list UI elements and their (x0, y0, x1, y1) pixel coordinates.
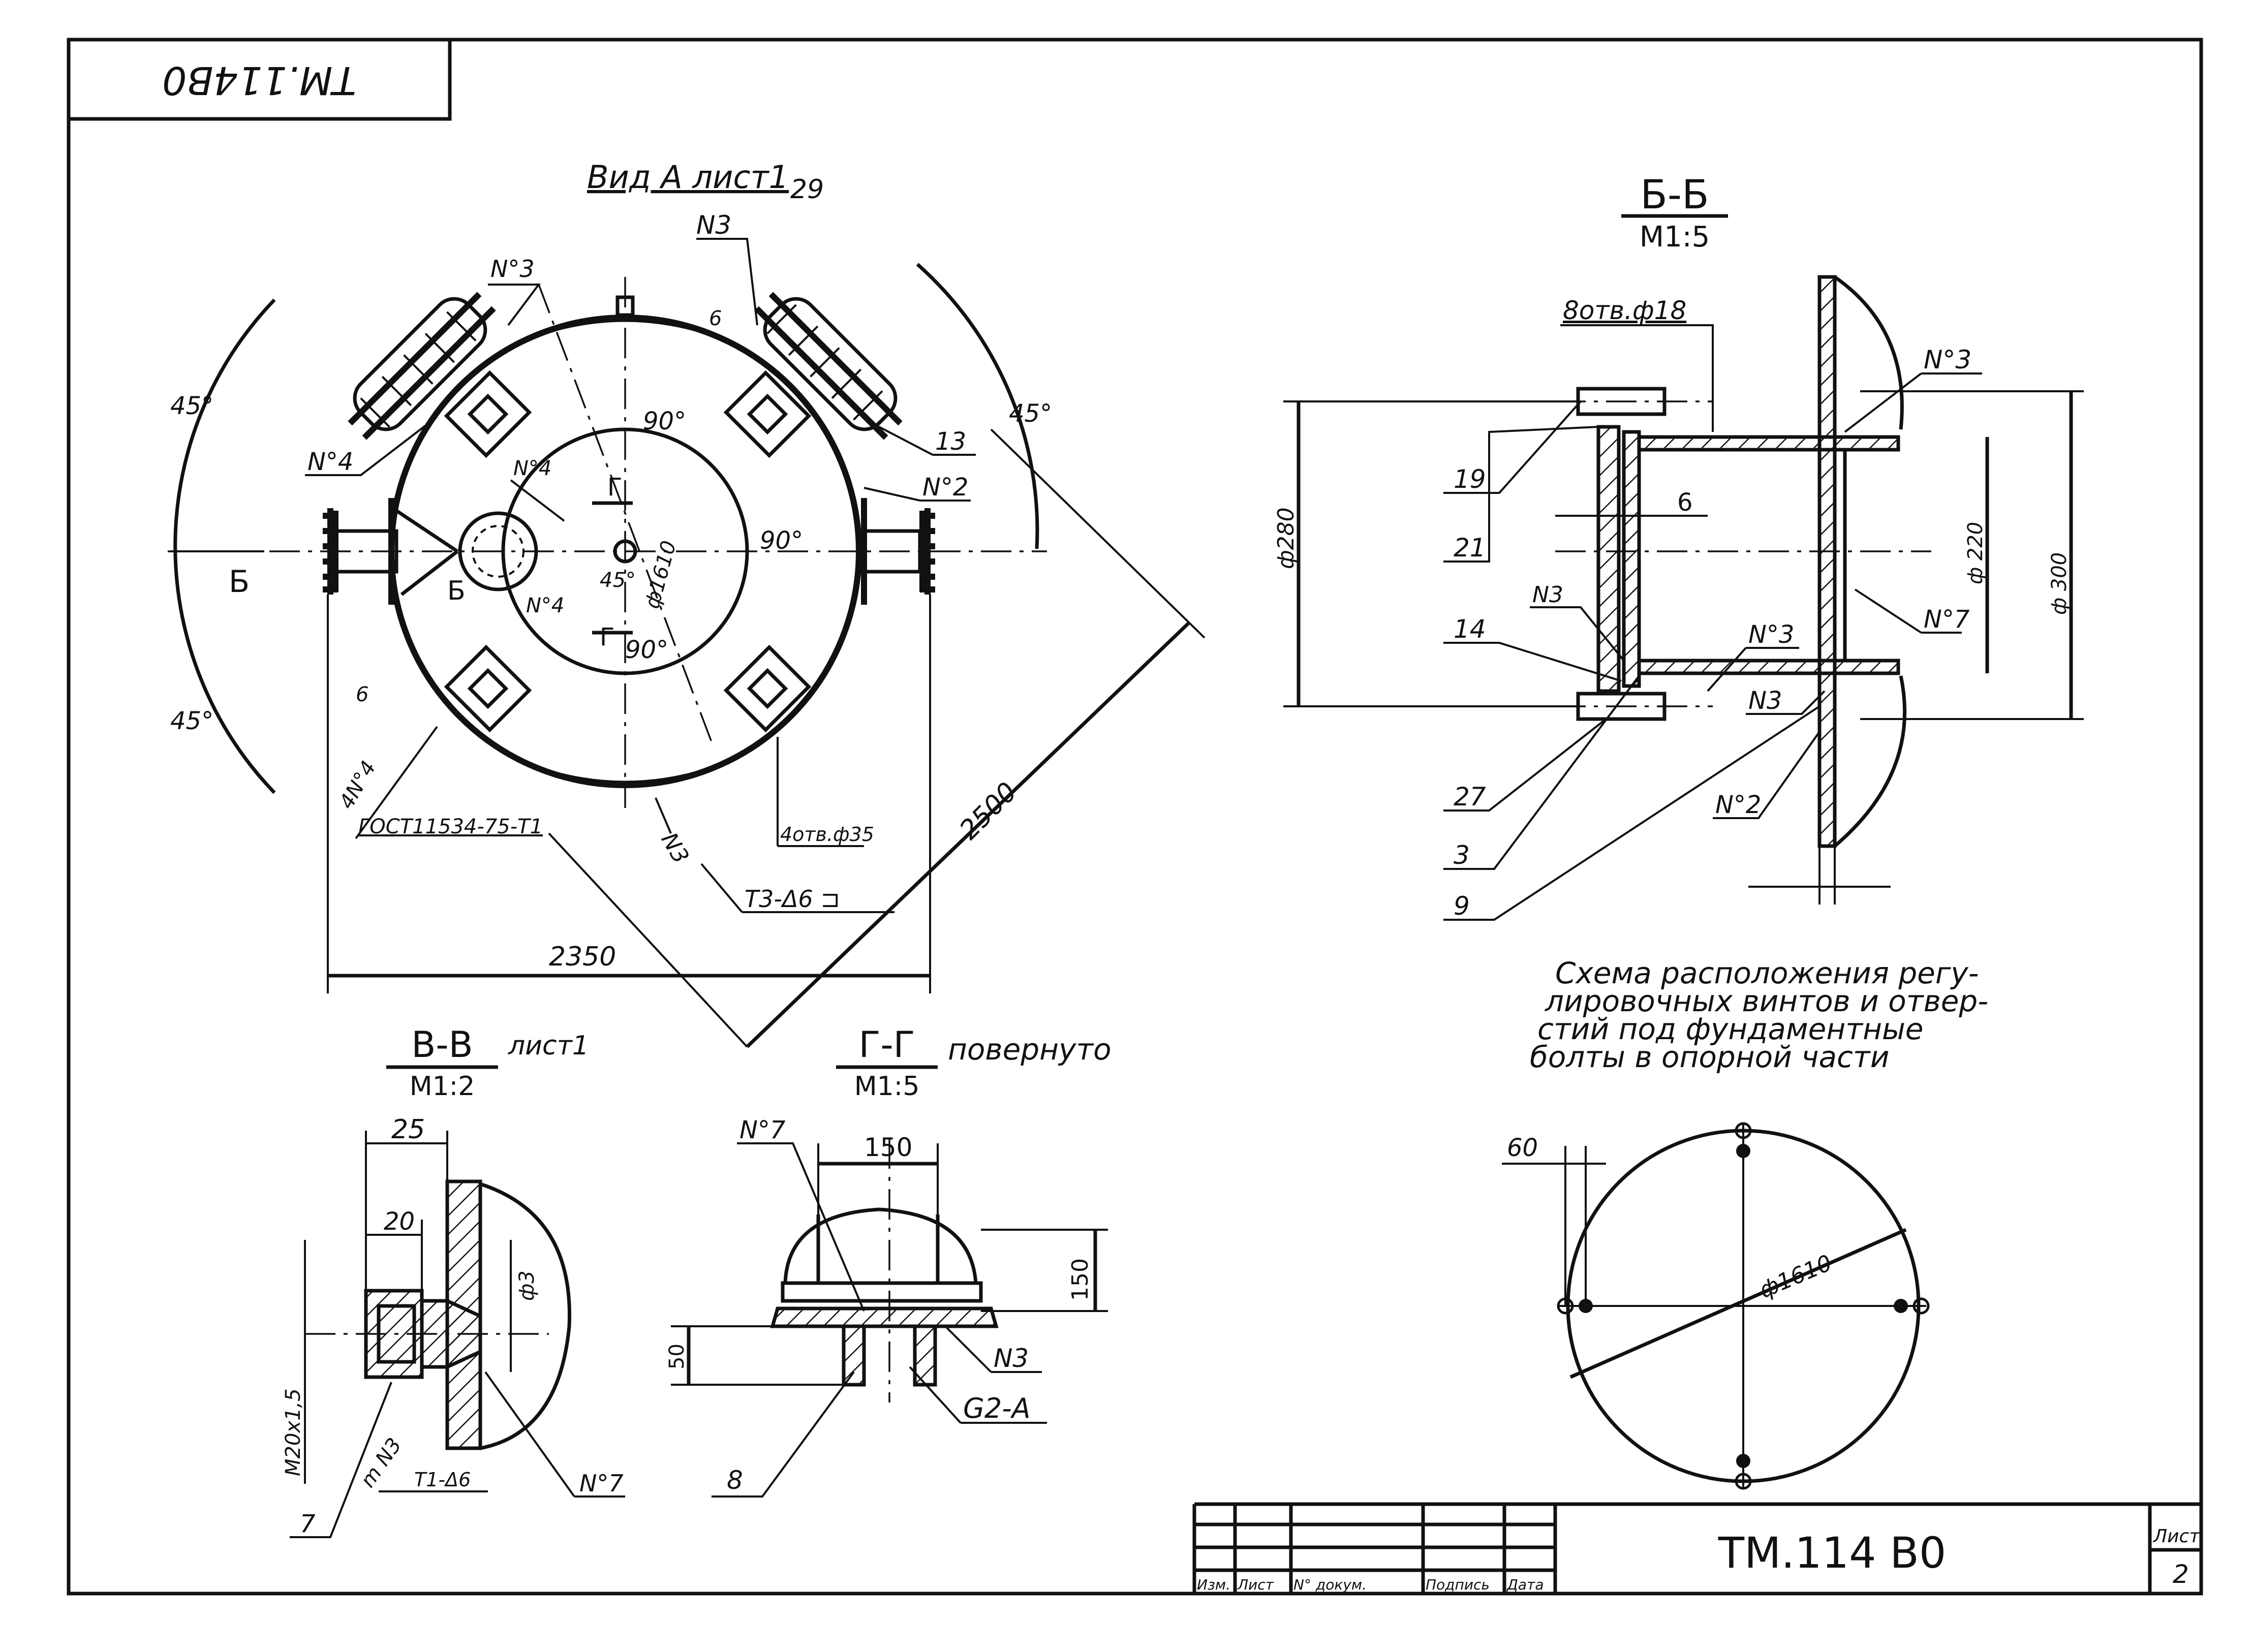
stamp-box (69, 40, 452, 121)
callout-4n4: 4N°4 (335, 757, 381, 813)
bb-l3: 3 (1454, 840, 1470, 870)
bb-d220: ф 220 (1964, 522, 1987, 584)
angle-45-top-right: 45° (1009, 399, 1052, 428)
bb-d300: ф 300 (2048, 552, 2071, 615)
section-vv: В-В М1:2 лист1 25 20 М20х1,5 ф3 7 m N3 Т… (282, 1024, 625, 1538)
section-bb-title: Б-Б (1640, 172, 1709, 218)
vv-d20: 20 (384, 1207, 415, 1236)
bb-n7: N°7 (1924, 605, 1970, 634)
callout-13: 13 (935, 427, 966, 456)
section-gg: Г-Г М1:5 повернуто 150 150 50 N°7 N3 G2-… (665, 1024, 1112, 1498)
callout-n3-bottom: N3 (656, 828, 694, 868)
section-g-marker-top: Г (607, 473, 622, 502)
scheme-line-2: лировочных винтов и отвер- (1545, 984, 1988, 1018)
callout-n4: N°4 (307, 448, 353, 476)
bb-n3-top: N°3 (1924, 345, 1971, 375)
vv-n3: m N3 (356, 1434, 407, 1492)
callout-n4-lower: N°4 (526, 594, 564, 617)
angle-45-top-left: 45° (170, 392, 213, 420)
vv-thread: М20х1,5 (282, 1388, 305, 1476)
scheme-line-3: стий под фундаментные (1537, 1012, 1923, 1046)
section-g-marker-bottom: Г (600, 623, 614, 651)
gost-reference: ГОСТ11534-75-Т1 (358, 815, 543, 838)
tb-header-list: Лист (1237, 1576, 1274, 1593)
callout-n3-top: N3 (696, 210, 731, 240)
section-b-marker-left: Б (229, 564, 250, 600)
sheet-frame (67, 38, 2203, 1596)
scheme-line-1: Схема расположения регу- (1555, 956, 1979, 990)
bb-l21: 21 (1454, 533, 1486, 563)
gg-n3: N3 (994, 1344, 1029, 1373)
callout-no3: N°3 (490, 255, 535, 283)
bb-l27: 27 (1454, 782, 1486, 812)
scheme-diameter: ф1610 (1755, 1250, 1836, 1303)
gg-n7: N°7 (739, 1116, 786, 1144)
weld-symbol: Т3-Δ6 ⊐ (745, 885, 840, 913)
dim-2350: 2350 (549, 942, 616, 972)
tb-header-izm: Изм. (1197, 1576, 1230, 1593)
gg-g2a: G2-А (963, 1392, 1031, 1424)
gg-d150-width: 150 (864, 1133, 912, 1162)
scheme-line-4: болты в опорной части (1530, 1040, 1889, 1074)
bb-dim-6: 6 (1677, 488, 1693, 517)
scheme: Схема расположения регу- лировочных винт… (1502, 956, 1988, 1490)
angle-90-bottom: 90° (625, 636, 668, 664)
bb-l9: 9 (1454, 891, 1470, 921)
view-a-diameter: ф1610 (640, 538, 681, 611)
bb-l14: 14 (1454, 614, 1486, 644)
angle-90-top: 90° (643, 407, 686, 435)
tb-sheet-label: Лист (2152, 1526, 2200, 1547)
tb-header-sign: Подпись (1426, 1576, 1490, 1593)
title-block: Изм. Лист N° докум. Подпись Дата ТМ.114 … (1192, 1502, 2201, 1594)
vv-weld: Т1-Δ6 (414, 1469, 471, 1491)
bb-l19: 19 (1454, 464, 1486, 494)
view-a-title: Вид А лист1 (587, 159, 789, 196)
section-bb: Б-Б М1:5 ф280 ф 220 ф 300 8отв.ф18 6 (1273, 172, 2084, 921)
tb-header-date: Дата (1506, 1576, 1544, 1593)
bb-n3-mid: N°3 (1748, 620, 1794, 649)
tb-sheet-number: 2 (2173, 1560, 2189, 1589)
tb-code: ТМ.114 В0 (1718, 1528, 1947, 1578)
angle-90-right: 90° (760, 526, 803, 555)
gg-d50: 50 (665, 1344, 689, 1369)
callout-n2: N°2 (922, 473, 968, 502)
bb-n3-left: N3 (1532, 582, 1563, 608)
vv-d3: ф3 (515, 1270, 539, 1301)
scheme-d60: 60 (1507, 1134, 1538, 1162)
inner-ring (501, 427, 749, 675)
vv-n7: N°7 (579, 1470, 624, 1497)
tb-header-doc: N° докум. (1293, 1576, 1367, 1593)
gg-d150-height: 150 (1067, 1258, 1093, 1301)
vv-d25: 25 (391, 1114, 425, 1145)
dim-2500: 2500 (954, 776, 1023, 846)
section-bb-scale: М1:5 (1640, 221, 1710, 254)
view-a: Вид А лист1 29 (168, 159, 1206, 1048)
vv-l7: 7 (300, 1510, 316, 1538)
dim-6-top: 6 (709, 307, 722, 330)
bb-d280: ф280 (1273, 507, 1299, 569)
gg-l8: 8 (727, 1466, 743, 1495)
section-vv-scale: М1:2 (410, 1071, 475, 1102)
bb-holes: 8отв.ф18 (1563, 296, 1686, 325)
inlet-nozzle (458, 511, 538, 591)
angle-45-center: 45° (600, 569, 636, 592)
angle-45-bottom-left: 45° (170, 707, 213, 735)
bb-n3-low: N3 (1748, 687, 1782, 715)
section-gg-rotated: повернуто (948, 1032, 1112, 1067)
view-a-sheet-ref: 29 (790, 174, 824, 205)
stamp-code: ТМ.114В0 (162, 58, 356, 103)
section-vv-title: В-В (411, 1024, 473, 1066)
section-gg-title: Г-Г (859, 1024, 915, 1066)
callout-holes: 4отв.ф35 (780, 823, 874, 846)
callout-no4: N°4 (513, 457, 551, 480)
section-vv-sheet: лист1 (508, 1031, 589, 1061)
section-b-marker-inner: Б (447, 576, 466, 606)
bb-n2: N°2 (1715, 791, 1761, 819)
dim-6-bottom: 6 (356, 683, 368, 706)
section-gg-scale: М1:5 (854, 1071, 920, 1102)
